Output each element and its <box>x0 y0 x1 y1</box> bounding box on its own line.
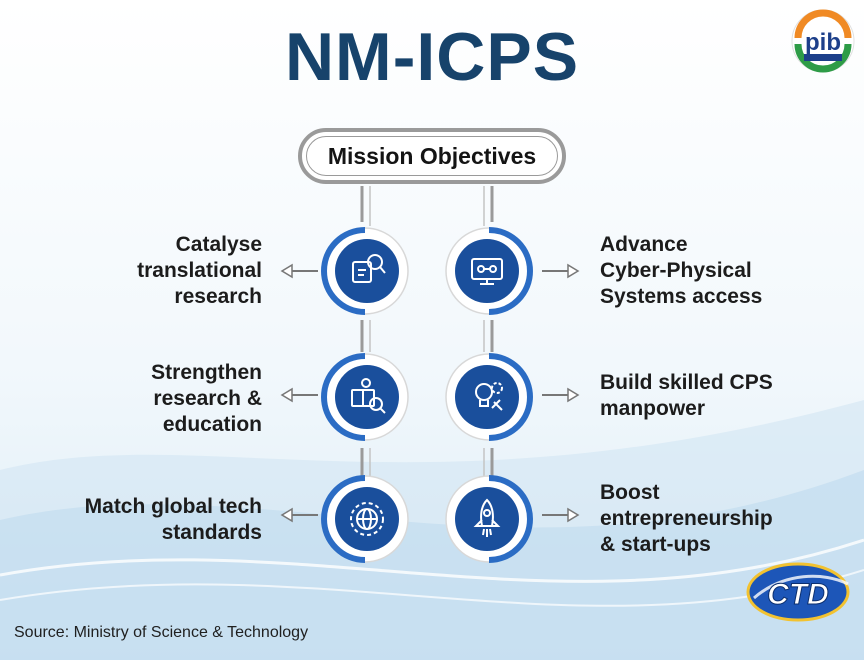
source-caption: Source: Ministry of Science & Technology <box>14 624 309 641</box>
page-title: NM-ICPS <box>284 19 580 95</box>
book-magnifier-icon <box>351 378 386 414</box>
node-research-education <box>320 352 410 442</box>
arrow-right-2 <box>542 387 580 403</box>
svg-text:pib: pib <box>805 29 841 56</box>
node-translational-research <box>320 226 410 316</box>
node-skilled-manpower <box>444 352 534 442</box>
node-global-standards <box>320 474 410 564</box>
node-entrepreneurship <box>444 474 534 564</box>
arrow-right-1 <box>542 263 580 279</box>
research-lab-icon <box>352 254 386 283</box>
arrow-left-1 <box>280 263 318 279</box>
lightbulb-gear-icon <box>475 382 503 411</box>
pib-logo: pib <box>790 8 856 74</box>
arrow-left-2 <box>280 387 318 403</box>
arrow-left-3 <box>280 507 318 523</box>
ctd-logo: CTD <box>744 554 852 628</box>
node-cps-access <box>444 226 534 316</box>
arrow-right-3 <box>542 507 580 523</box>
rocket-icon <box>473 498 501 537</box>
mission-objectives-label: Mission Objectives <box>327 142 537 169</box>
globe-gear-icon <box>350 502 384 536</box>
mission-objectives-pill: Mission Objectives <box>298 128 566 184</box>
svg-text:CTD: CTD <box>767 578 829 611</box>
monitor-network-icon <box>471 258 503 285</box>
